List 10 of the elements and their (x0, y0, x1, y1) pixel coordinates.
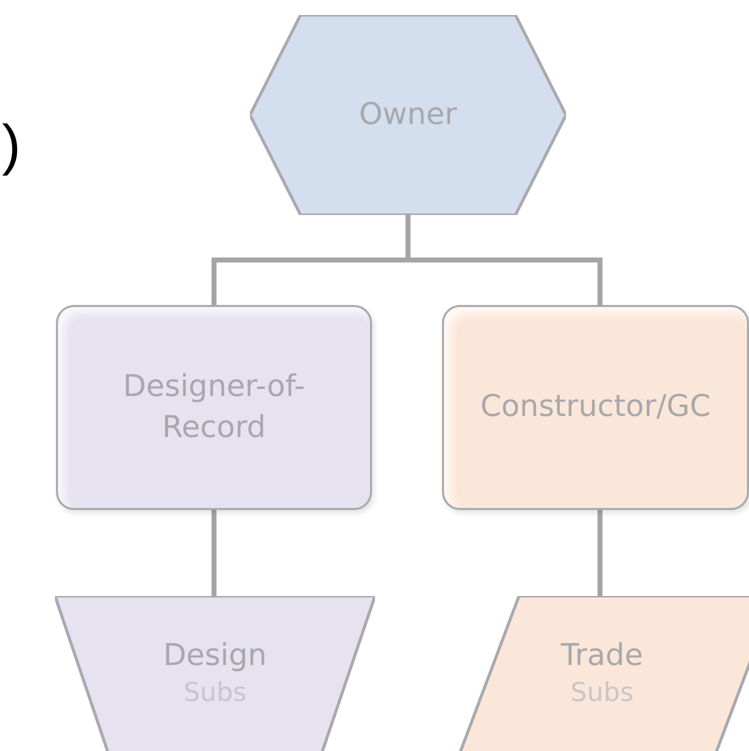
node-label: Trade (560, 636, 644, 675)
node-label: Owner (359, 96, 457, 134)
node-label: Constructor/GC (480, 388, 711, 426)
node-label: Designer-of- Record (122, 368, 306, 446)
rounded-box (56, 305, 372, 510)
node-label: Design (163, 636, 267, 675)
connector-line (212, 510, 216, 596)
text-fragment: ) (2, 112, 21, 177)
rounded-box (442, 305, 749, 510)
connector-line (598, 510, 602, 596)
